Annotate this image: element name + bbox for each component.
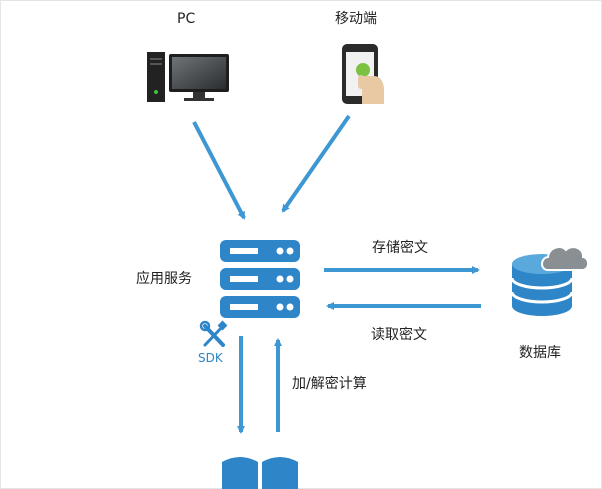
database-cloud-icon	[510, 246, 590, 316]
app-service-label: 应用服务	[136, 271, 192, 287]
database-label: 数据库	[519, 345, 561, 361]
pc-label: PC	[177, 11, 196, 27]
sdk-label: SDK	[198, 351, 223, 365]
arrow-mobile-to-service	[281, 114, 351, 213]
desktop-computer-icon	[147, 52, 229, 102]
mobile-label: 移动端	[335, 11, 377, 27]
wrench-screwdriver-icon	[199, 320, 228, 347]
open-book-icon	[222, 457, 298, 489]
server-rack-icon	[220, 240, 300, 318]
arrow-pc-to-service	[192, 121, 246, 220]
smartphone-touch-icon	[342, 44, 384, 104]
read-ciphertext-label: 读取密文	[371, 327, 427, 343]
crypto-computation-label: 加/解密计算	[292, 376, 367, 392]
store-ciphertext-label: 存储密文	[372, 240, 428, 256]
